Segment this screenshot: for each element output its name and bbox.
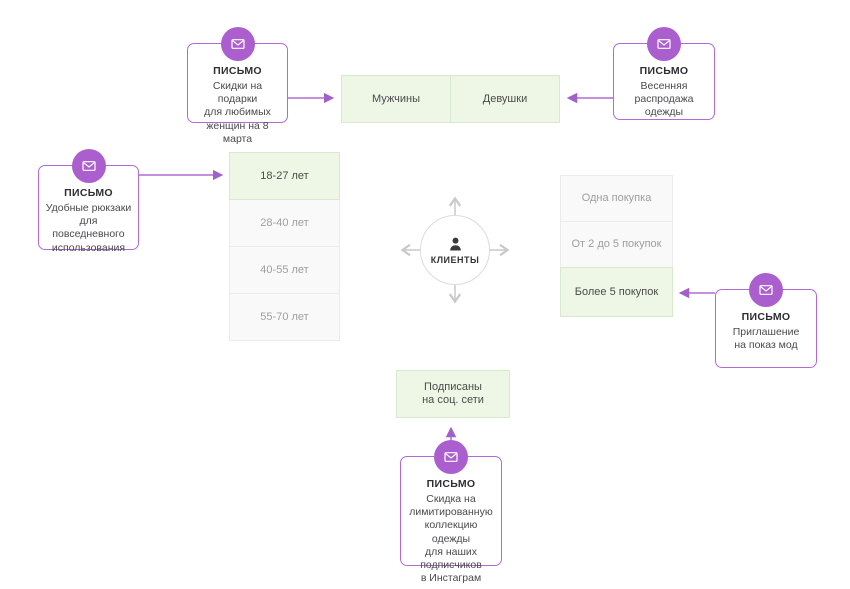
callout-title: ПИСЬМО — [741, 311, 791, 323]
segment-social-subscribers: Подписаны на соц. сети — [396, 370, 510, 418]
segment-age-55-70: 55-70 лет — [229, 293, 340, 341]
segment-gender-men: Мужчины — [341, 75, 451, 123]
callout-backpacks: ПИСЬМО Удобные рюкзаки для повседневного… — [38, 149, 139, 254]
segment-age-28-40: 28-40 лет — [229, 199, 340, 247]
callout-instagram: ПИСЬМО Скидка на лимитированную коллекци… — [400, 440, 502, 584]
envelope-icon — [759, 285, 773, 295]
envelope-icon — [657, 39, 671, 49]
envelope-badge — [220, 27, 255, 61]
envelope-badge — [71, 149, 106, 183]
envelope-badge — [749, 273, 783, 307]
callout-text: Удобные рюкзаки для повседневного исполь… — [45, 202, 132, 254]
segment-purchases-5plus: Более 5 покупок — [560, 267, 673, 317]
envelope-badge — [647, 27, 681, 61]
callout-text: Весенняя распродажа одежды — [634, 80, 694, 119]
callout-text: Скидки на подарки для любимых женщин на … — [204, 80, 271, 145]
callout-text: Приглашение на показ мод — [732, 326, 800, 352]
callout-march8: ПИСЬМО Скидки на подарки для любимых жен… — [187, 27, 288, 145]
segment-purchases-2to5: От 2 до 5 покупок — [560, 221, 673, 268]
envelope-icon — [444, 452, 458, 462]
callout-fashion-show: ПИСЬМО Приглашение на показ мод — [715, 273, 817, 368]
person-icon — [449, 237, 461, 251]
callout-title: ПИСЬМО — [213, 65, 262, 77]
segment-age-18-27: 18-27 лет — [229, 152, 340, 200]
envelope-icon — [81, 161, 96, 171]
callout-title: ПИСЬМО — [639, 65, 689, 77]
segment-purchases-one: Одна покупка — [560, 175, 673, 222]
callout-text: Скидка на лимитированную коллекцию одежд… — [409, 493, 493, 585]
clients-hub: КЛИЕНТЫ — [420, 215, 490, 285]
callout-title: ПИСЬМО — [64, 187, 113, 199]
envelope-badge — [434, 440, 468, 474]
callout-title: ПИСЬМО — [426, 478, 476, 490]
clients-label: КЛИЕНТЫ — [430, 254, 480, 265]
callout-spring-sale: ПИСЬМО Весенняя распродажа одежды — [613, 27, 715, 120]
segment-age-40-55: 40-55 лет — [229, 246, 340, 294]
segment-gender-women: Девушки — [450, 75, 560, 123]
envelope-icon — [230, 39, 245, 49]
